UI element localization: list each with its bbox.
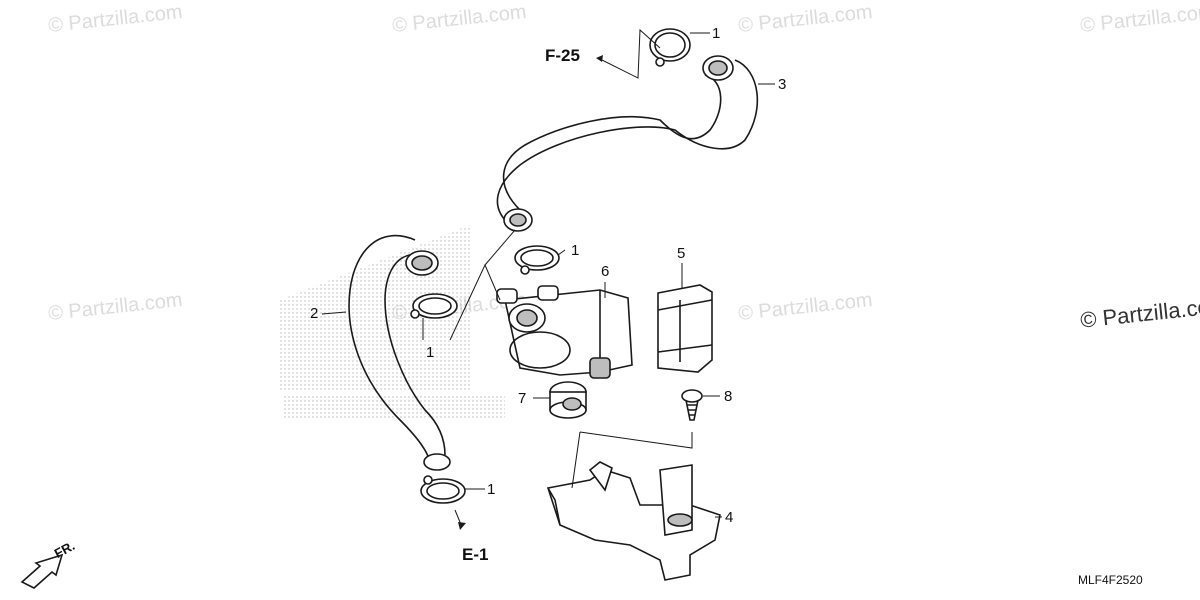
- callout-screw: 8: [724, 388, 733, 405]
- air-valve: [496, 285, 633, 379]
- clamp-mid: [514, 245, 560, 275]
- callout-bracket: 4: [725, 509, 734, 526]
- rubber-mount: [657, 284, 713, 373]
- arrow-icons: [458, 55, 603, 530]
- callout-clamp-mid: 1: [571, 242, 580, 259]
- reference-lower: E-1: [462, 545, 489, 564]
- screw: [681, 389, 703, 421]
- diagram-code: MLF4F2520: [1078, 573, 1143, 587]
- reference-upper: F-25: [545, 46, 580, 65]
- clamp-bottom: [420, 475, 466, 504]
- bracket: [546, 461, 721, 581]
- callout-clamp-left: 1: [426, 344, 435, 361]
- callout-clamp-bottom: 1: [487, 481, 496, 498]
- callout-hose-top: 3: [778, 76, 787, 93]
- callout-cap: 7: [518, 390, 527, 407]
- upper-hose: [496, 55, 759, 232]
- callout-hose-left: 2: [310, 305, 319, 322]
- callout-rubber-mount: 5: [677, 245, 686, 262]
- callout-air-valve: 6: [601, 263, 610, 280]
- callout-clamp-top: 1: [712, 25, 721, 42]
- leader-lines: [321, 28, 775, 528]
- background-logo: [280, 225, 505, 420]
- clamp-left: [410, 293, 458, 319]
- front-arrow-icon: [20, 553, 64, 589]
- clamp-top: [649, 28, 691, 67]
- cap: [549, 381, 587, 419]
- left-hose: [348, 234, 451, 471]
